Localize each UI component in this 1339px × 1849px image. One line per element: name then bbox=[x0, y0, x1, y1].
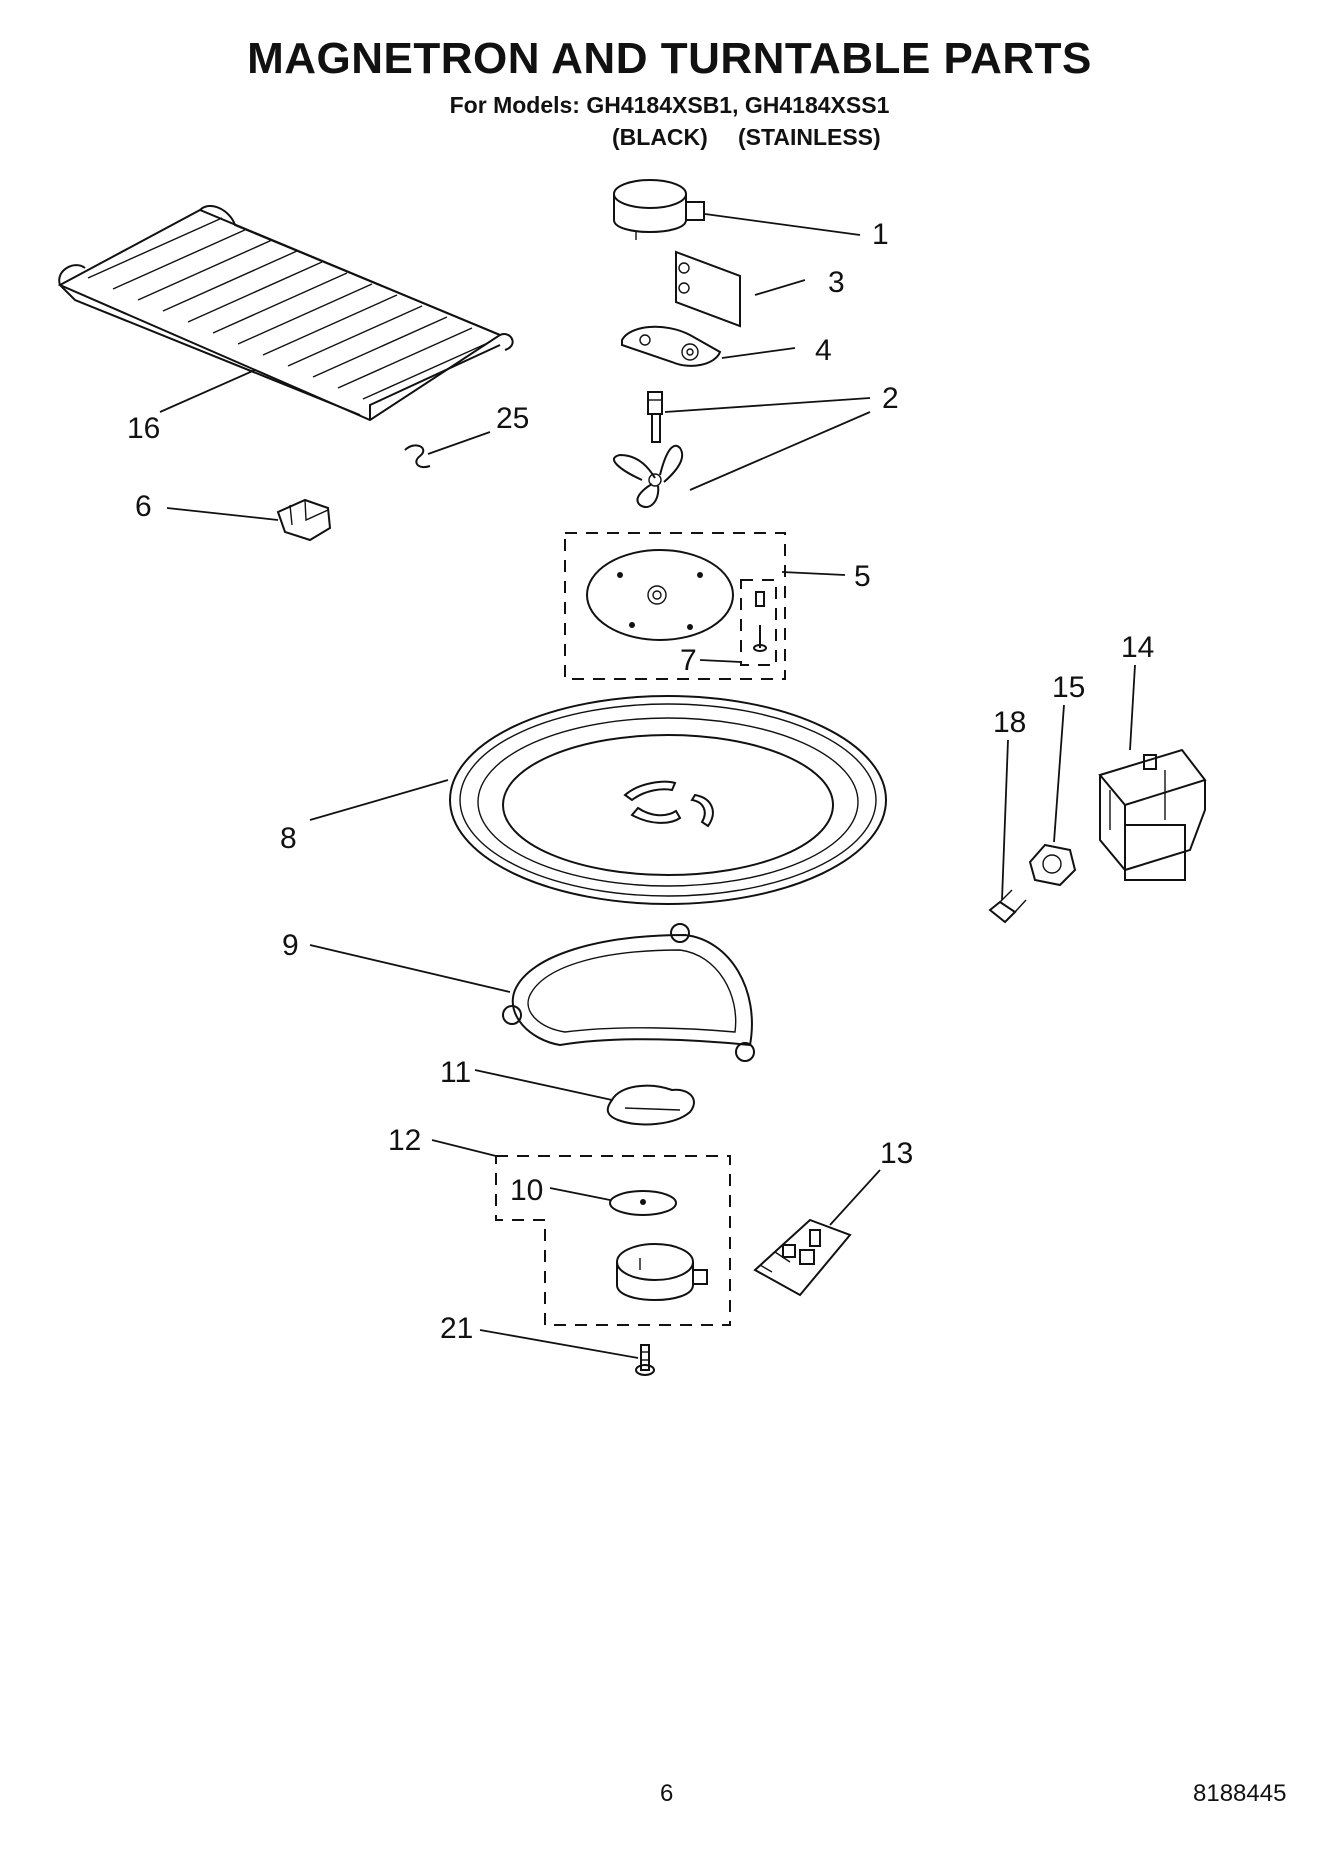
page-title: MAGNETRON AND TURNTABLE PARTS bbox=[247, 34, 1092, 83]
part-switch bbox=[753, 1218, 852, 1297]
part-fan-shaft bbox=[647, 391, 663, 443]
part-turntable-tray bbox=[449, 695, 887, 905]
callout-5: 5 bbox=[854, 560, 871, 593]
callout-16: 16 bbox=[127, 412, 160, 445]
callout-13: 13 bbox=[880, 1137, 913, 1170]
callouts: 1 3 4 2 16 25 6 5 7 14 15 18 8 9 11 12 1… bbox=[127, 218, 1154, 1345]
part-stirrer-plate bbox=[586, 549, 734, 641]
part-hook bbox=[404, 444, 431, 468]
part-screw-21 bbox=[635, 1344, 655, 1376]
part-screw-7 bbox=[753, 591, 767, 652]
group-box-12 bbox=[495, 1155, 731, 1326]
variant-stainless: (STAINLESS) bbox=[738, 124, 881, 150]
part-bracket bbox=[621, 325, 722, 367]
callout-6: 6 bbox=[135, 490, 152, 523]
callout-2: 2 bbox=[882, 382, 899, 415]
callout-14: 14 bbox=[1121, 631, 1154, 664]
callout-7: 7 bbox=[680, 644, 697, 677]
callout-9: 9 bbox=[282, 929, 299, 962]
part-screw-18 bbox=[988, 889, 1027, 924]
callout-25: 25 bbox=[496, 402, 529, 435]
model-numbers: For Models: GH4184XSB1, GH4184XSS1 bbox=[449, 92, 890, 118]
part-motor-1 bbox=[613, 179, 705, 240]
group-box-7 bbox=[740, 579, 777, 666]
leader-lines bbox=[159, 213, 1136, 1359]
callout-21: 21 bbox=[440, 1312, 473, 1345]
callout-3: 3 bbox=[828, 266, 845, 299]
document-number: 8188445 bbox=[1193, 1780, 1287, 1807]
part-turntable-motor bbox=[616, 1243, 708, 1301]
part-plate bbox=[675, 250, 741, 328]
callout-10: 10 bbox=[510, 1174, 543, 1207]
part-wire-rack bbox=[57, 205, 514, 422]
callout-4: 4 bbox=[815, 334, 832, 367]
callout-8: 8 bbox=[280, 822, 297, 855]
page-number: 6 bbox=[660, 1780, 674, 1807]
callout-18: 18 bbox=[993, 706, 1026, 739]
part-clip bbox=[276, 498, 332, 542]
callout-12: 12 bbox=[388, 1124, 421, 1157]
callout-15: 15 bbox=[1052, 671, 1085, 704]
group-box-5 bbox=[564, 532, 786, 680]
part-gasket bbox=[1028, 843, 1077, 887]
part-roller-ring bbox=[502, 923, 755, 1062]
callout-11: 11 bbox=[440, 1056, 471, 1089]
part-fan-blade bbox=[613, 445, 683, 508]
variant-black: (BLACK) bbox=[612, 124, 708, 150]
part-coupler bbox=[606, 1084, 695, 1126]
part-hub-10 bbox=[609, 1190, 677, 1216]
part-magnetron bbox=[1098, 748, 1207, 881]
callout-1: 1 bbox=[872, 218, 889, 251]
